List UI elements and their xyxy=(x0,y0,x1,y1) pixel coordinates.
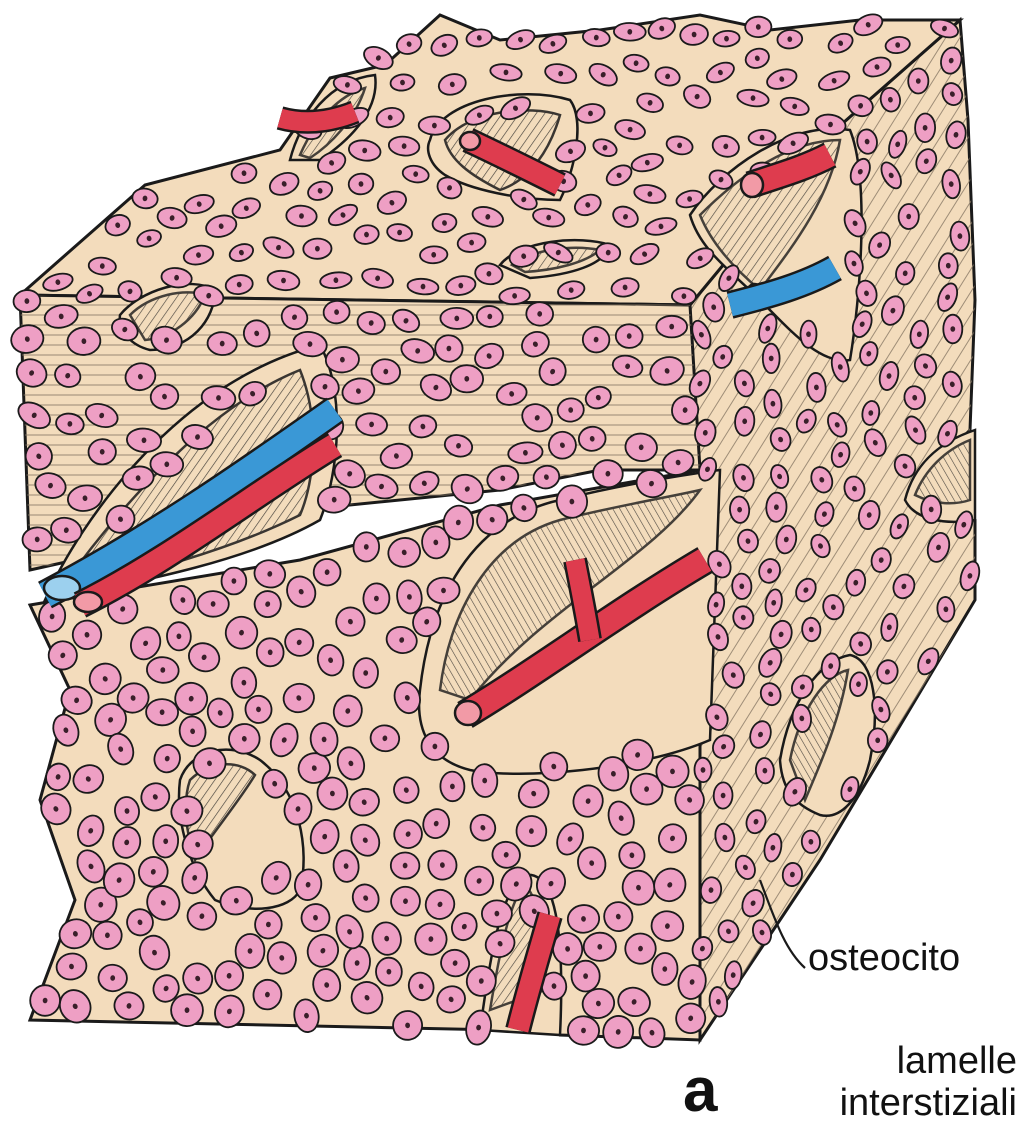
osteocyte-cell-icon xyxy=(515,815,547,847)
interstitial-lamellae-label: lamelle interstiziali xyxy=(840,1040,1017,1124)
osteocyte-cell-icon xyxy=(763,344,780,373)
osteocyte-cell-icon xyxy=(748,129,776,146)
osteocyte-cell-icon xyxy=(938,253,958,279)
osteocyte-cell-icon xyxy=(652,953,679,986)
osteocyte-cell-icon xyxy=(88,438,117,465)
osteocyte-cell-icon xyxy=(231,667,257,699)
osteocyte-cell-icon xyxy=(440,308,473,330)
osteocyte-cell-icon xyxy=(440,771,465,801)
osteocyte-cell-icon xyxy=(921,496,941,524)
osteocyte-cell-icon xyxy=(656,316,687,338)
osteocyte-cell-icon xyxy=(694,757,712,782)
osteocyte-cell-icon xyxy=(745,16,772,37)
osteocyte-cell-icon xyxy=(353,531,381,562)
osteocyte-cell-icon xyxy=(526,302,554,327)
osteocyte-cell-icon xyxy=(766,492,788,522)
osteocyte-cell-icon xyxy=(898,204,919,230)
osteocyte-cell-icon xyxy=(254,910,282,940)
osteocyte-cell-icon xyxy=(235,934,265,969)
osteocyte-cell-icon xyxy=(800,320,816,347)
vein-opening xyxy=(44,576,80,600)
osteocyte-cell-icon xyxy=(197,591,229,618)
osteocyte-cell-icon xyxy=(363,583,391,615)
osteocyte-cell-icon xyxy=(915,113,935,142)
osteocyte-cell-icon xyxy=(427,577,460,604)
osteocyte-cell-icon xyxy=(170,993,203,1026)
osteocyte-cell-icon xyxy=(713,782,733,809)
osteocyte-cell-icon xyxy=(256,638,284,667)
osteocyte-cell-icon xyxy=(614,22,646,41)
osteocyte-cell-icon xyxy=(390,852,420,880)
osteocyte-cell-icon xyxy=(908,68,929,93)
osteocyte-cell-icon xyxy=(222,568,247,595)
osteocyte-cell-icon xyxy=(30,985,60,1016)
osteocyte-cell-icon xyxy=(376,957,403,986)
central-artery-opening xyxy=(455,701,481,725)
osteocyte-label: osteocito xyxy=(808,938,960,978)
osteocyte-cell-icon xyxy=(755,757,775,784)
osteocyte-cell-icon xyxy=(420,246,448,264)
lamellae-label-line-1: lamelle xyxy=(840,1040,1017,1082)
osteocyte-cell-icon xyxy=(583,932,616,961)
osteocyte-cell-icon xyxy=(303,238,332,259)
osteocyte-cell-icon xyxy=(146,699,179,726)
osteocyte-cell-icon xyxy=(671,287,696,304)
osteocyte-cell-icon xyxy=(167,622,192,651)
osteocyte-cell-icon xyxy=(348,173,374,195)
lamellae-label-line-2: interstiziali xyxy=(840,1082,1017,1124)
osteocyte-cell-icon xyxy=(572,961,600,992)
osteocyte-cell-icon xyxy=(868,728,888,752)
osteocyte-cell-icon xyxy=(22,527,53,553)
osteocyte-cell-icon xyxy=(615,324,643,349)
osteocyte-cell-icon xyxy=(13,289,41,313)
osteocyte-cell-icon xyxy=(286,205,317,227)
osteocyte-cell-icon xyxy=(471,764,498,798)
osteocyte-cell-icon xyxy=(421,732,449,760)
osteocyte-cell-icon xyxy=(732,573,753,599)
panel-letter: a xyxy=(683,1060,717,1122)
osteocyte-cell-icon xyxy=(418,116,450,135)
osteocyte-cell-icon xyxy=(450,365,483,393)
osteocyte-cell-icon xyxy=(943,315,962,344)
osteocyte-cell-icon xyxy=(482,900,512,927)
artery-opening xyxy=(74,592,102,612)
osteocyte-cell-icon xyxy=(801,617,821,642)
